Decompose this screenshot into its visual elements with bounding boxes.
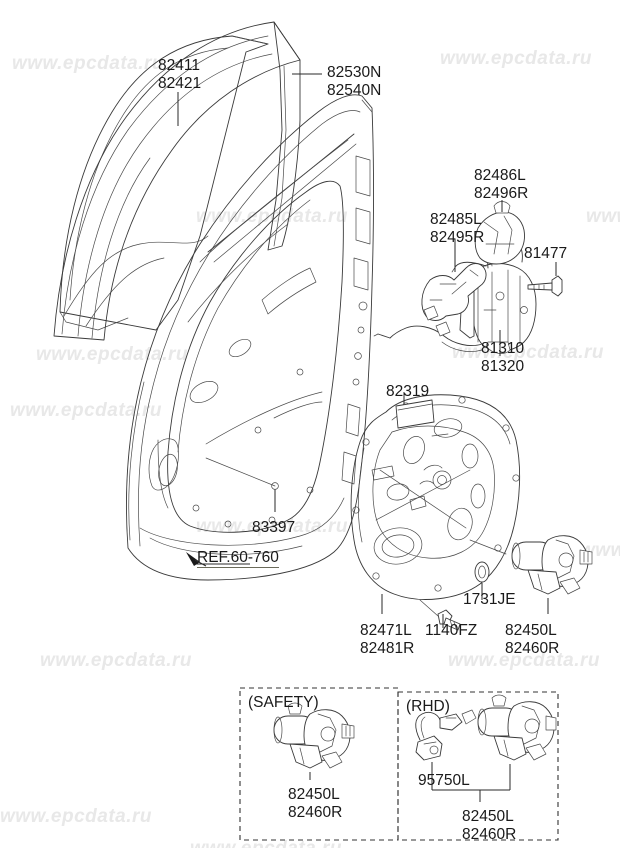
callout-line-2: 82460R	[505, 639, 560, 657]
callout-line-1: 82450L	[462, 808, 514, 825]
window-regulator-module-panel	[350, 394, 521, 600]
callout-83397: 83397	[252, 519, 295, 537]
callout-1731JE: 1731JE	[463, 591, 516, 609]
callout-line-2: 82495R	[430, 228, 485, 246]
callout-line-1: 82486L	[474, 167, 526, 184]
inset-box-title-box-safety: (SAFETY)	[248, 694, 319, 711]
rhd-actuator-95750L	[415, 709, 477, 790]
callout-line-2: 82460R	[462, 825, 517, 843]
callout-line-1: 1731JE	[463, 591, 516, 608]
window-motor-main	[511, 535, 593, 614]
callout-line-1: 81310	[481, 340, 525, 357]
inset-box-title-box-rhd: (RHD)	[406, 698, 450, 715]
door-latch-actuator-82486L	[474, 201, 525, 265]
callout-line-1: 83397	[252, 519, 296, 536]
callout-81477: 81477	[524, 245, 567, 263]
callout-line-1: 82450L	[288, 786, 340, 803]
callout-line-1: 81477	[524, 245, 568, 262]
regulator-grommet-1731JE	[474, 561, 490, 600]
leader-lines-latch	[454, 200, 557, 356]
door-frame-assembly	[126, 94, 374, 581]
inset-box-rhd-frame	[397, 691, 559, 841]
leader-lines-upper	[177, 73, 322, 567]
latch-bolt-81477	[527, 275, 563, 297]
callout-line-2: 82460R	[288, 803, 343, 821]
callout-line-1: 82319	[386, 383, 430, 400]
module-label-plate-82319	[395, 392, 435, 429]
door-latch-cable-bracket-82485L	[421, 263, 487, 321]
callout-line-1: 82471L	[360, 622, 412, 639]
door-weatherstrip-run-channel	[53, 21, 301, 341]
callout-line-2: 82540N	[327, 81, 382, 99]
callout-line-1: 82450L	[505, 622, 557, 639]
regulator-bolt-1140FZ	[419, 599, 461, 631]
callout-line-2: 82421	[158, 74, 202, 92]
safety-window-motor	[273, 702, 355, 780]
callout-line-2: 82481R	[360, 639, 415, 657]
callout-1140FZ: 1140FZ	[425, 622, 477, 640]
callout-line-1: 82411	[158, 57, 200, 74]
box-rhd-95750L: 95750L	[418, 772, 470, 790]
reference-tag[interactable]: REF.60-760	[197, 549, 279, 568]
callout-line-1: 95750L	[418, 772, 470, 789]
reference-tag-label: REF.60-760	[197, 549, 279, 568]
callout-line-1: 82530N	[327, 64, 382, 81]
rhd-window-motor	[432, 694, 557, 802]
callout-line-2: 82496R	[474, 184, 529, 202]
callout-line-2: 81320	[481, 357, 525, 375]
callout-line-1: 82485L	[430, 211, 482, 228]
leader-lines-lower	[381, 539, 507, 614]
callout-82319: 82319	[386, 383, 429, 401]
callout-line-1: 1140FZ	[425, 622, 478, 639]
